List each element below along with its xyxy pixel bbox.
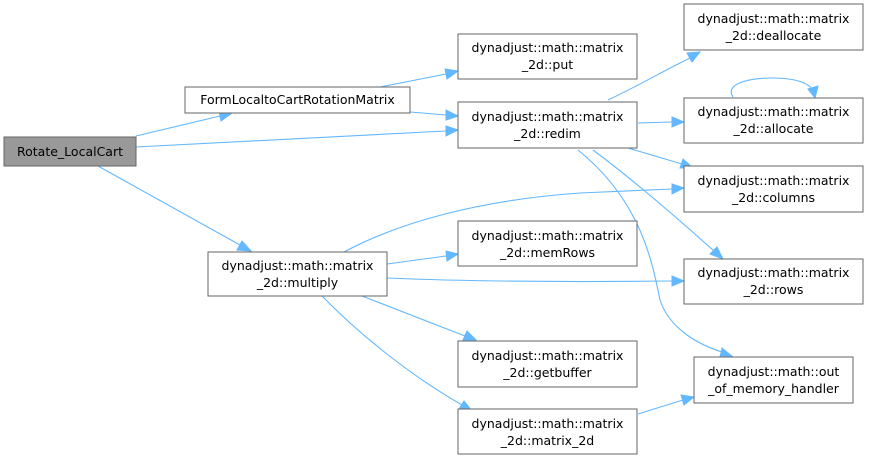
node-label-line1: dynadjust::math::matrix bbox=[472, 348, 624, 363]
node-memrows[interactable]: dynadjust::math::matrix _2d::memRows bbox=[457, 220, 638, 267]
node-redim[interactable]: dynadjust::math::matrix _2d::redim bbox=[457, 101, 638, 149]
node-box bbox=[683, 258, 864, 305]
node-label-line2: _2d::memRows bbox=[499, 245, 595, 260]
arrowhead bbox=[445, 109, 460, 121]
edge-multiply-columns bbox=[343, 188, 673, 253]
edge-redim-allocate bbox=[637, 121, 673, 124]
edge-allocate-self bbox=[730, 77, 814, 98]
node-label-line1: dynadjust::math::matrix bbox=[698, 11, 850, 26]
node-root[interactable]: Rotate_LocalCart bbox=[3, 136, 137, 167]
node-box bbox=[207, 251, 388, 297]
node-box bbox=[457, 33, 638, 80]
node-label-line1: dynadjust::math::matrix bbox=[472, 109, 624, 124]
arrowhead bbox=[686, 51, 702, 63]
arrowhead bbox=[444, 68, 460, 80]
node-rows[interactable]: dynadjust::math::matrix _2d::rows bbox=[683, 258, 864, 305]
node-label-line1: dynadjust::math::matrix bbox=[698, 173, 850, 188]
node-form[interactable]: FormLocaltoCartRotationMatrix bbox=[184, 86, 411, 114]
node-box bbox=[683, 165, 864, 213]
arrowhead bbox=[671, 183, 686, 195]
node-getbuffer[interactable]: dynadjust::math::matrix _2d::getbuffer bbox=[457, 340, 638, 388]
edge-root-form bbox=[135, 115, 221, 137]
node-box bbox=[457, 220, 638, 267]
edge-root-redim bbox=[135, 130, 447, 148]
arrowhead bbox=[671, 116, 686, 128]
node-box bbox=[184, 86, 411, 114]
edge-redim-deallocate bbox=[607, 57, 691, 101]
arrowhead bbox=[680, 394, 696, 406]
node-label-line1: dynadjust::math::matrix bbox=[698, 104, 850, 119]
node-label-line1: dynadjust::math::matrix bbox=[472, 416, 624, 431]
node-columns[interactable]: dynadjust::math::matrix _2d::columns bbox=[683, 165, 864, 213]
edge-root-multiply bbox=[97, 165, 241, 246]
node-label-line2: _2d::allocate bbox=[733, 121, 814, 136]
node-allocate[interactable]: dynadjust::math::matrix _2d::allocate bbox=[683, 97, 864, 144]
node-label: FormLocaltoCartRotationMatrix bbox=[200, 92, 395, 107]
arrowhead bbox=[445, 125, 460, 137]
edge-multiply-memrows bbox=[386, 255, 447, 265]
node-box bbox=[693, 356, 854, 404]
edges bbox=[97, 51, 819, 415]
node-matrix2d[interactable]: dynadjust::math::matrix _2d::matrix_2d bbox=[457, 408, 638, 455]
arrowhead bbox=[709, 246, 725, 260]
edge-multiply-rows bbox=[386, 277, 673, 283]
node-multiply[interactable]: dynadjust::math::matrix _2d::multiply bbox=[207, 251, 388, 297]
edge-redim-columns bbox=[627, 147, 683, 165]
node-label: Rotate_LocalCart bbox=[17, 144, 123, 159]
node-label-line2: _2d::deallocate bbox=[725, 28, 822, 43]
node-label-line1: dynadjust::math::matrix bbox=[698, 265, 850, 280]
node-box bbox=[457, 101, 638, 149]
node-box bbox=[683, 3, 864, 51]
arrowhead bbox=[671, 275, 686, 287]
node-box bbox=[457, 408, 638, 455]
arrowhead bbox=[236, 240, 253, 252]
edge-redim-rows bbox=[592, 149, 715, 252]
node-label-line1: dynadjust::math::matrix bbox=[472, 40, 624, 55]
node-label-line2: _2d::redim bbox=[513, 126, 581, 141]
node-label-line2: _2d::rows bbox=[743, 282, 804, 297]
node-label-line2: _of_memory_handler bbox=[707, 381, 840, 396]
node-deallocate[interactable]: dynadjust::math::matrix _2d::deallocate bbox=[683, 3, 864, 51]
node-oom[interactable]: dynadjust::math::out _of_memory_handler bbox=[693, 356, 854, 404]
edge-form-redim bbox=[409, 111, 447, 116]
node-box bbox=[683, 97, 864, 144]
edge-redim-oom bbox=[577, 149, 723, 353]
node-label-line1: dynadjust::math::matrix bbox=[222, 258, 374, 273]
node-label-line2: _2d::put bbox=[521, 57, 573, 72]
node-label-line2: _2d::matrix_2d bbox=[500, 433, 594, 448]
node-label-line2: _2d::multiply bbox=[256, 275, 339, 290]
arrowhead bbox=[462, 330, 478, 341]
edge-form-put bbox=[379, 73, 447, 88]
node-box bbox=[3, 136, 137, 167]
edge-matrix2d-oom bbox=[637, 399, 684, 415]
edge-multiply-matrix2d bbox=[321, 295, 463, 406]
arrowhead bbox=[807, 85, 819, 100]
node-box bbox=[457, 340, 638, 388]
node-put[interactable]: dynadjust::math::matrix _2d::put bbox=[457, 33, 638, 80]
node-label-line1: dynadjust::math::out bbox=[708, 364, 840, 379]
edge-multiply-getbuffer bbox=[361, 295, 466, 337]
arrowhead bbox=[445, 250, 460, 262]
node-label-line2: _2d::columns bbox=[731, 190, 815, 205]
node-label-line1: dynadjust::math::matrix bbox=[472, 228, 624, 243]
arrowhead bbox=[719, 347, 735, 358]
node-label-line2: _2d::getbuffer bbox=[502, 365, 592, 380]
